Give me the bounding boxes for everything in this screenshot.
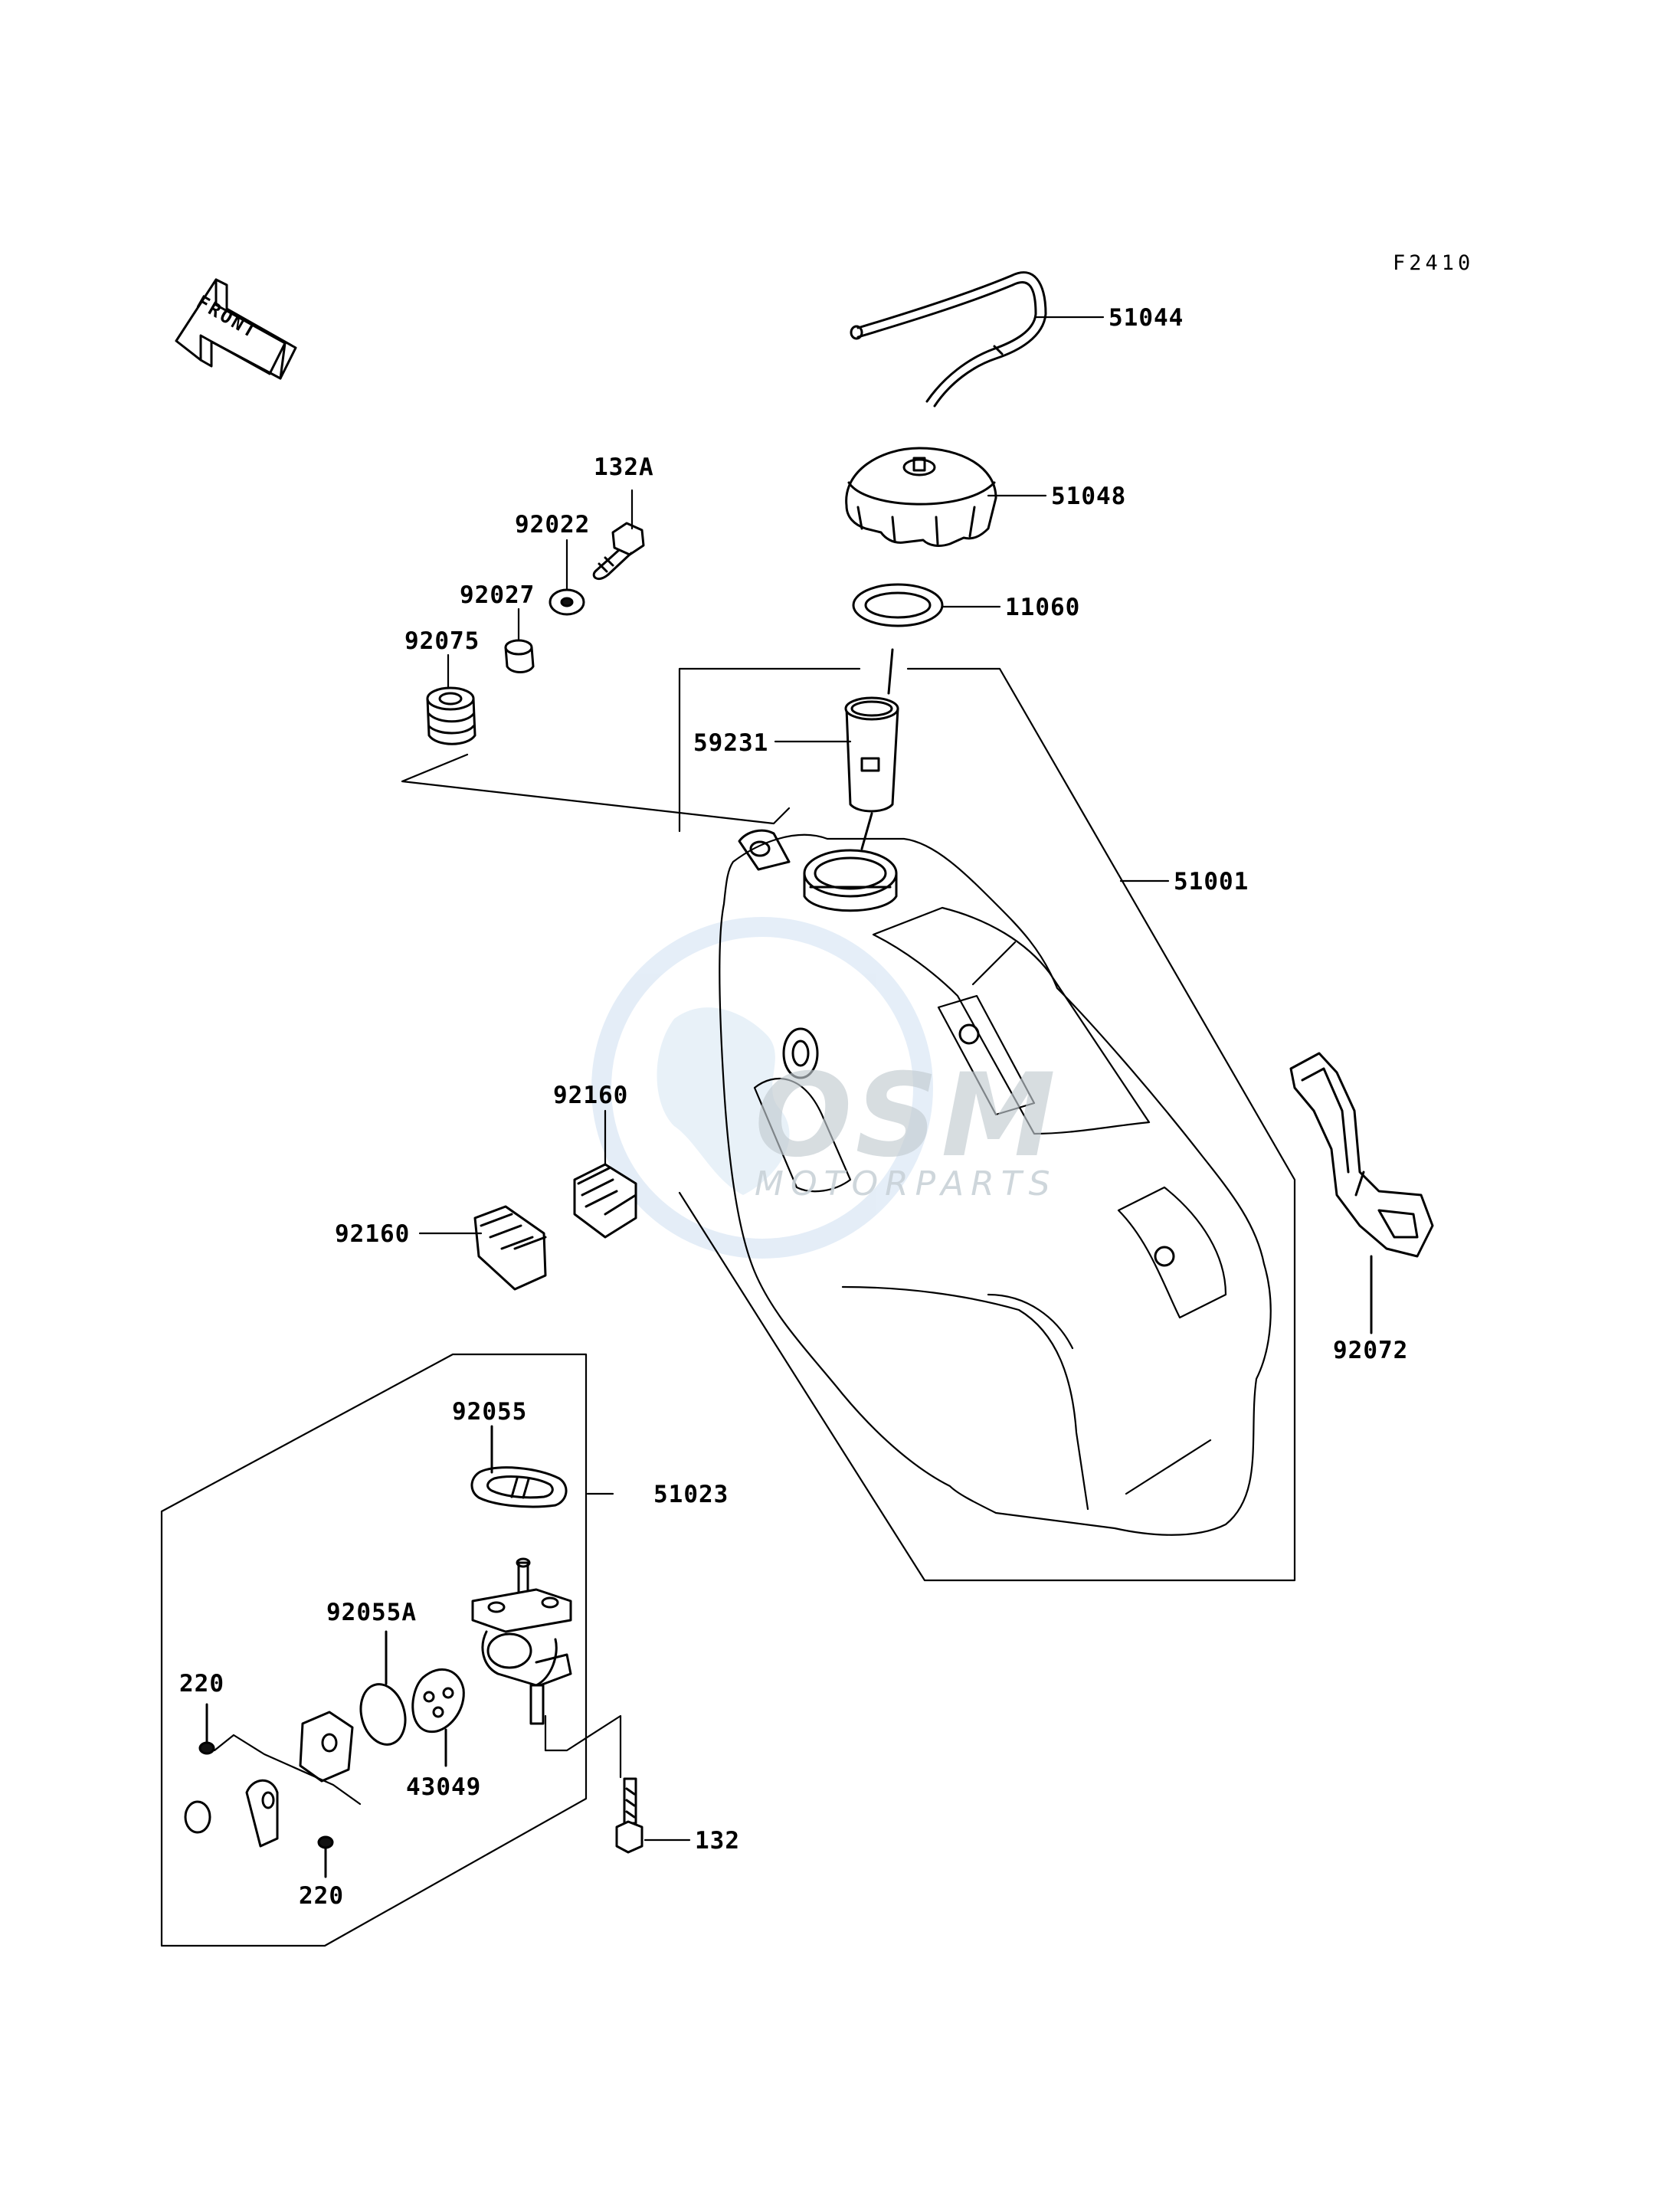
part-label-92160-lower[interactable]: 92160 (335, 1220, 411, 1248)
figure-code: F2410 (1393, 251, 1475, 275)
leader-lines (205, 316, 1105, 1842)
lever (245, 1779, 279, 1848)
part-label-92075[interactable]: 92075 (404, 627, 480, 655)
part-label-132[interactable]: 132 (695, 1827, 740, 1855)
tank-assembly-bracket (678, 667, 861, 833)
part-label-92022[interactable]: 92022 (515, 511, 591, 539)
fuel-cock (471, 1557, 622, 1779)
watermark-logo: OSM (755, 1049, 1059, 1183)
part-label-51023[interactable]: 51023 (653, 1481, 729, 1508)
part-label-51048[interactable]: 51048 (1051, 483, 1127, 510)
part-label-51044[interactable]: 51044 (1109, 304, 1184, 332)
tank-strap (1289, 1052, 1434, 1334)
o-ring-small (184, 1800, 211, 1834)
fuel-cock-bracket (160, 1353, 588, 1947)
part-label-11060[interactable]: 11060 (1005, 594, 1081, 621)
watermark-tagline: MOTORPARTS (755, 1164, 1057, 1203)
fuel-tank (719, 829, 1272, 1536)
breather-hose (850, 271, 1047, 408)
part-label-92055a[interactable]: 92055A (326, 1599, 417, 1626)
part-label-92027[interactable]: 92027 (460, 581, 535, 609)
grommet-92075 (426, 686, 476, 745)
part-label-92055[interactable]: 92055 (452, 1398, 528, 1426)
damper-pad-lower (473, 1205, 547, 1291)
part-label-92072[interactable]: 92072 (1333, 1337, 1409, 1364)
mount-leader (401, 753, 791, 825)
screw-220-lower (317, 1835, 334, 1878)
strainer-gasket (470, 1425, 568, 1508)
part-label-132a[interactable]: 132A (594, 453, 654, 481)
part-label-220-lower[interactable]: 220 (299, 1882, 344, 1910)
bolt-132a (592, 522, 645, 581)
fuel-filter (844, 648, 899, 850)
part-label-220-upper[interactable]: 220 (179, 1670, 224, 1698)
front-arrow-icon (175, 278, 297, 380)
washer-92022 (549, 588, 585, 616)
part-label-59231[interactable]: 59231 (693, 729, 769, 757)
cap-gasket (852, 583, 944, 627)
part-label-51001[interactable]: 51001 (1174, 868, 1249, 895)
part-label-92160-upper[interactable]: 92160 (553, 1082, 629, 1109)
o-ring-92055a (359, 1630, 407, 1746)
bolt-132 (615, 1777, 644, 1854)
collar-92027 (504, 639, 535, 673)
lever-plate (213, 1711, 362, 1806)
fuel-cap (845, 447, 997, 547)
gasket-43049 (411, 1668, 465, 1767)
part-label-43049[interactable]: 43049 (406, 1773, 482, 1801)
watermark-globe (591, 917, 933, 1259)
